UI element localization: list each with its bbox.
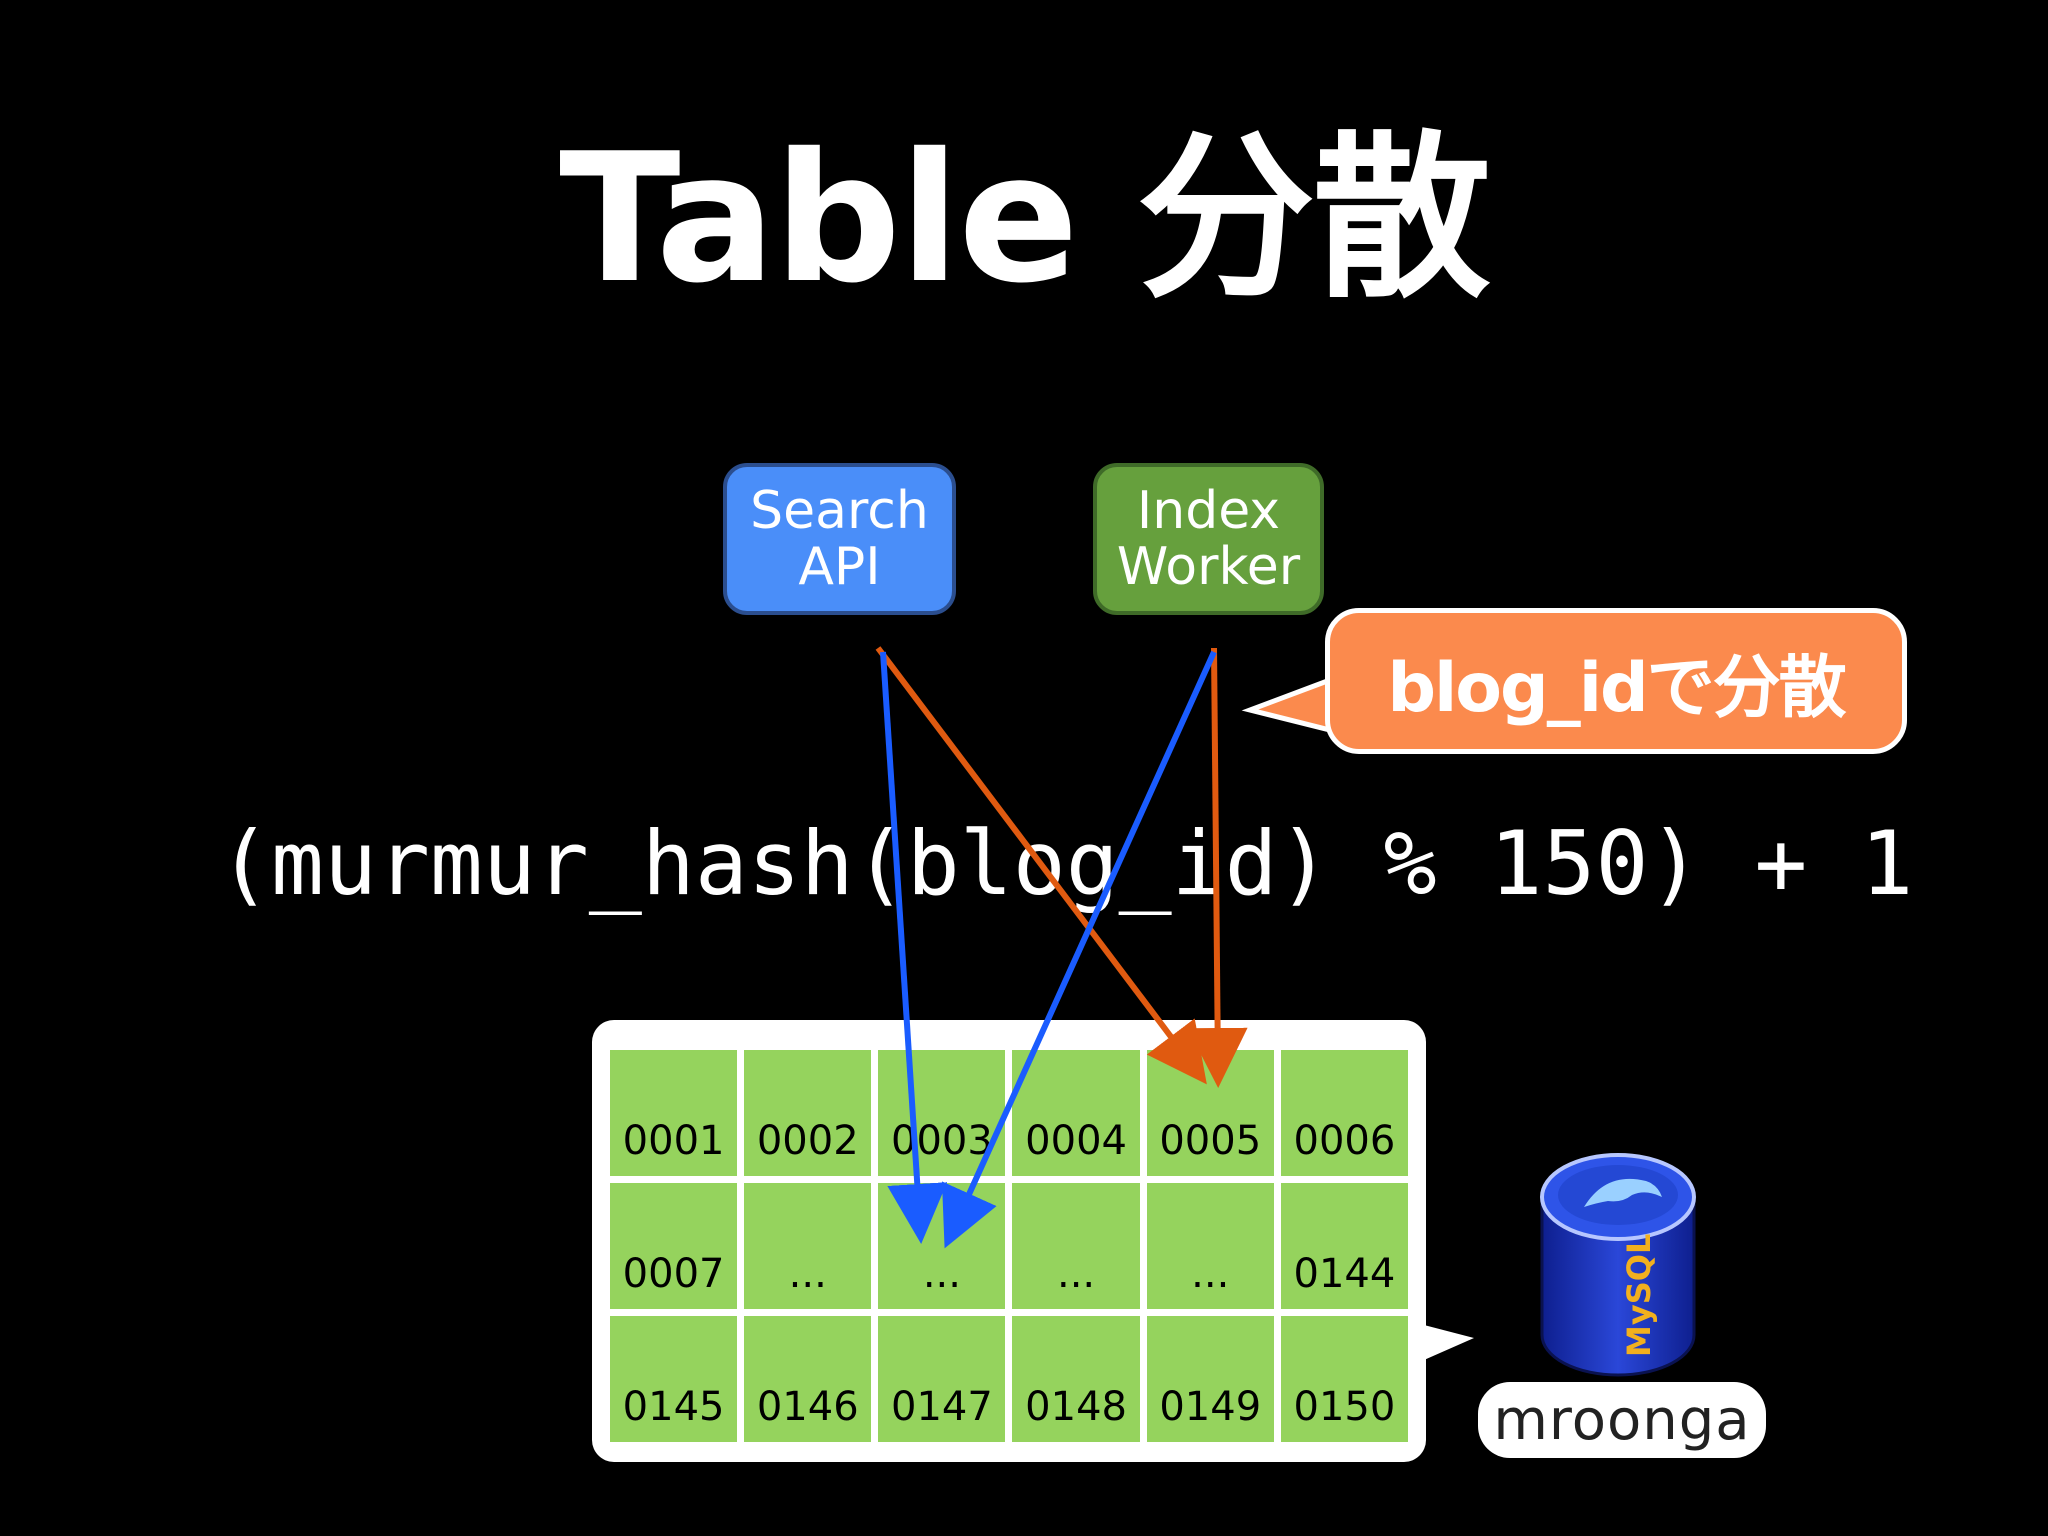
slide-title: Table 分散 xyxy=(559,115,1491,322)
index-worker-node: Index Worker xyxy=(1093,463,1324,615)
mroonga-label: mroonga xyxy=(1493,1387,1751,1453)
callout-text: blog_idで分散 xyxy=(1387,648,1846,728)
table-cell: 0146 xyxy=(744,1316,872,1442)
table-cell: ... xyxy=(1146,1183,1274,1309)
table-cell: ... xyxy=(744,1183,872,1309)
table-cell: 0001 xyxy=(610,1050,738,1176)
table-panel: 0001 0002 0003 0004 0005 0006 0007 ... .… xyxy=(592,1020,1426,1462)
table-cell: 0144 xyxy=(1280,1183,1408,1309)
table-cell: 0007 xyxy=(610,1183,738,1309)
table-cell: 0005 xyxy=(1146,1050,1274,1176)
mroonga-logo: mroonga xyxy=(1478,1382,1766,1458)
mysql-icon: MySQL xyxy=(1540,1153,1696,1377)
index-worker-label: Index Worker xyxy=(1116,481,1301,597)
hash-formula: (murmur_hash(blog_id) % 150) + 1 xyxy=(218,812,1914,915)
table-cell: 0006 xyxy=(1280,1050,1408,1176)
table-cell: 0149 xyxy=(1146,1316,1274,1442)
table-cell: 0147 xyxy=(878,1316,1006,1442)
search-api-node: Search API xyxy=(723,463,956,615)
table-grid: 0001 0002 0003 0004 0005 0006 0007 ... .… xyxy=(610,1050,1408,1442)
search-api-label: Search API xyxy=(750,481,929,597)
table-cell: 0145 xyxy=(610,1316,738,1442)
table-cell: 0002 xyxy=(744,1050,872,1176)
table-cell: 0148 xyxy=(1012,1316,1140,1442)
callout-bubble: blog_idで分散 xyxy=(1325,608,1907,754)
table-cell: ... xyxy=(1012,1183,1140,1309)
table-cell: 0003 xyxy=(878,1050,1006,1176)
table-cell: 0004 xyxy=(1012,1050,1140,1176)
table-cell: 0150 xyxy=(1280,1316,1408,1442)
table-cell: ... xyxy=(878,1183,1006,1309)
mysql-label: MySQL xyxy=(1620,1234,1658,1357)
